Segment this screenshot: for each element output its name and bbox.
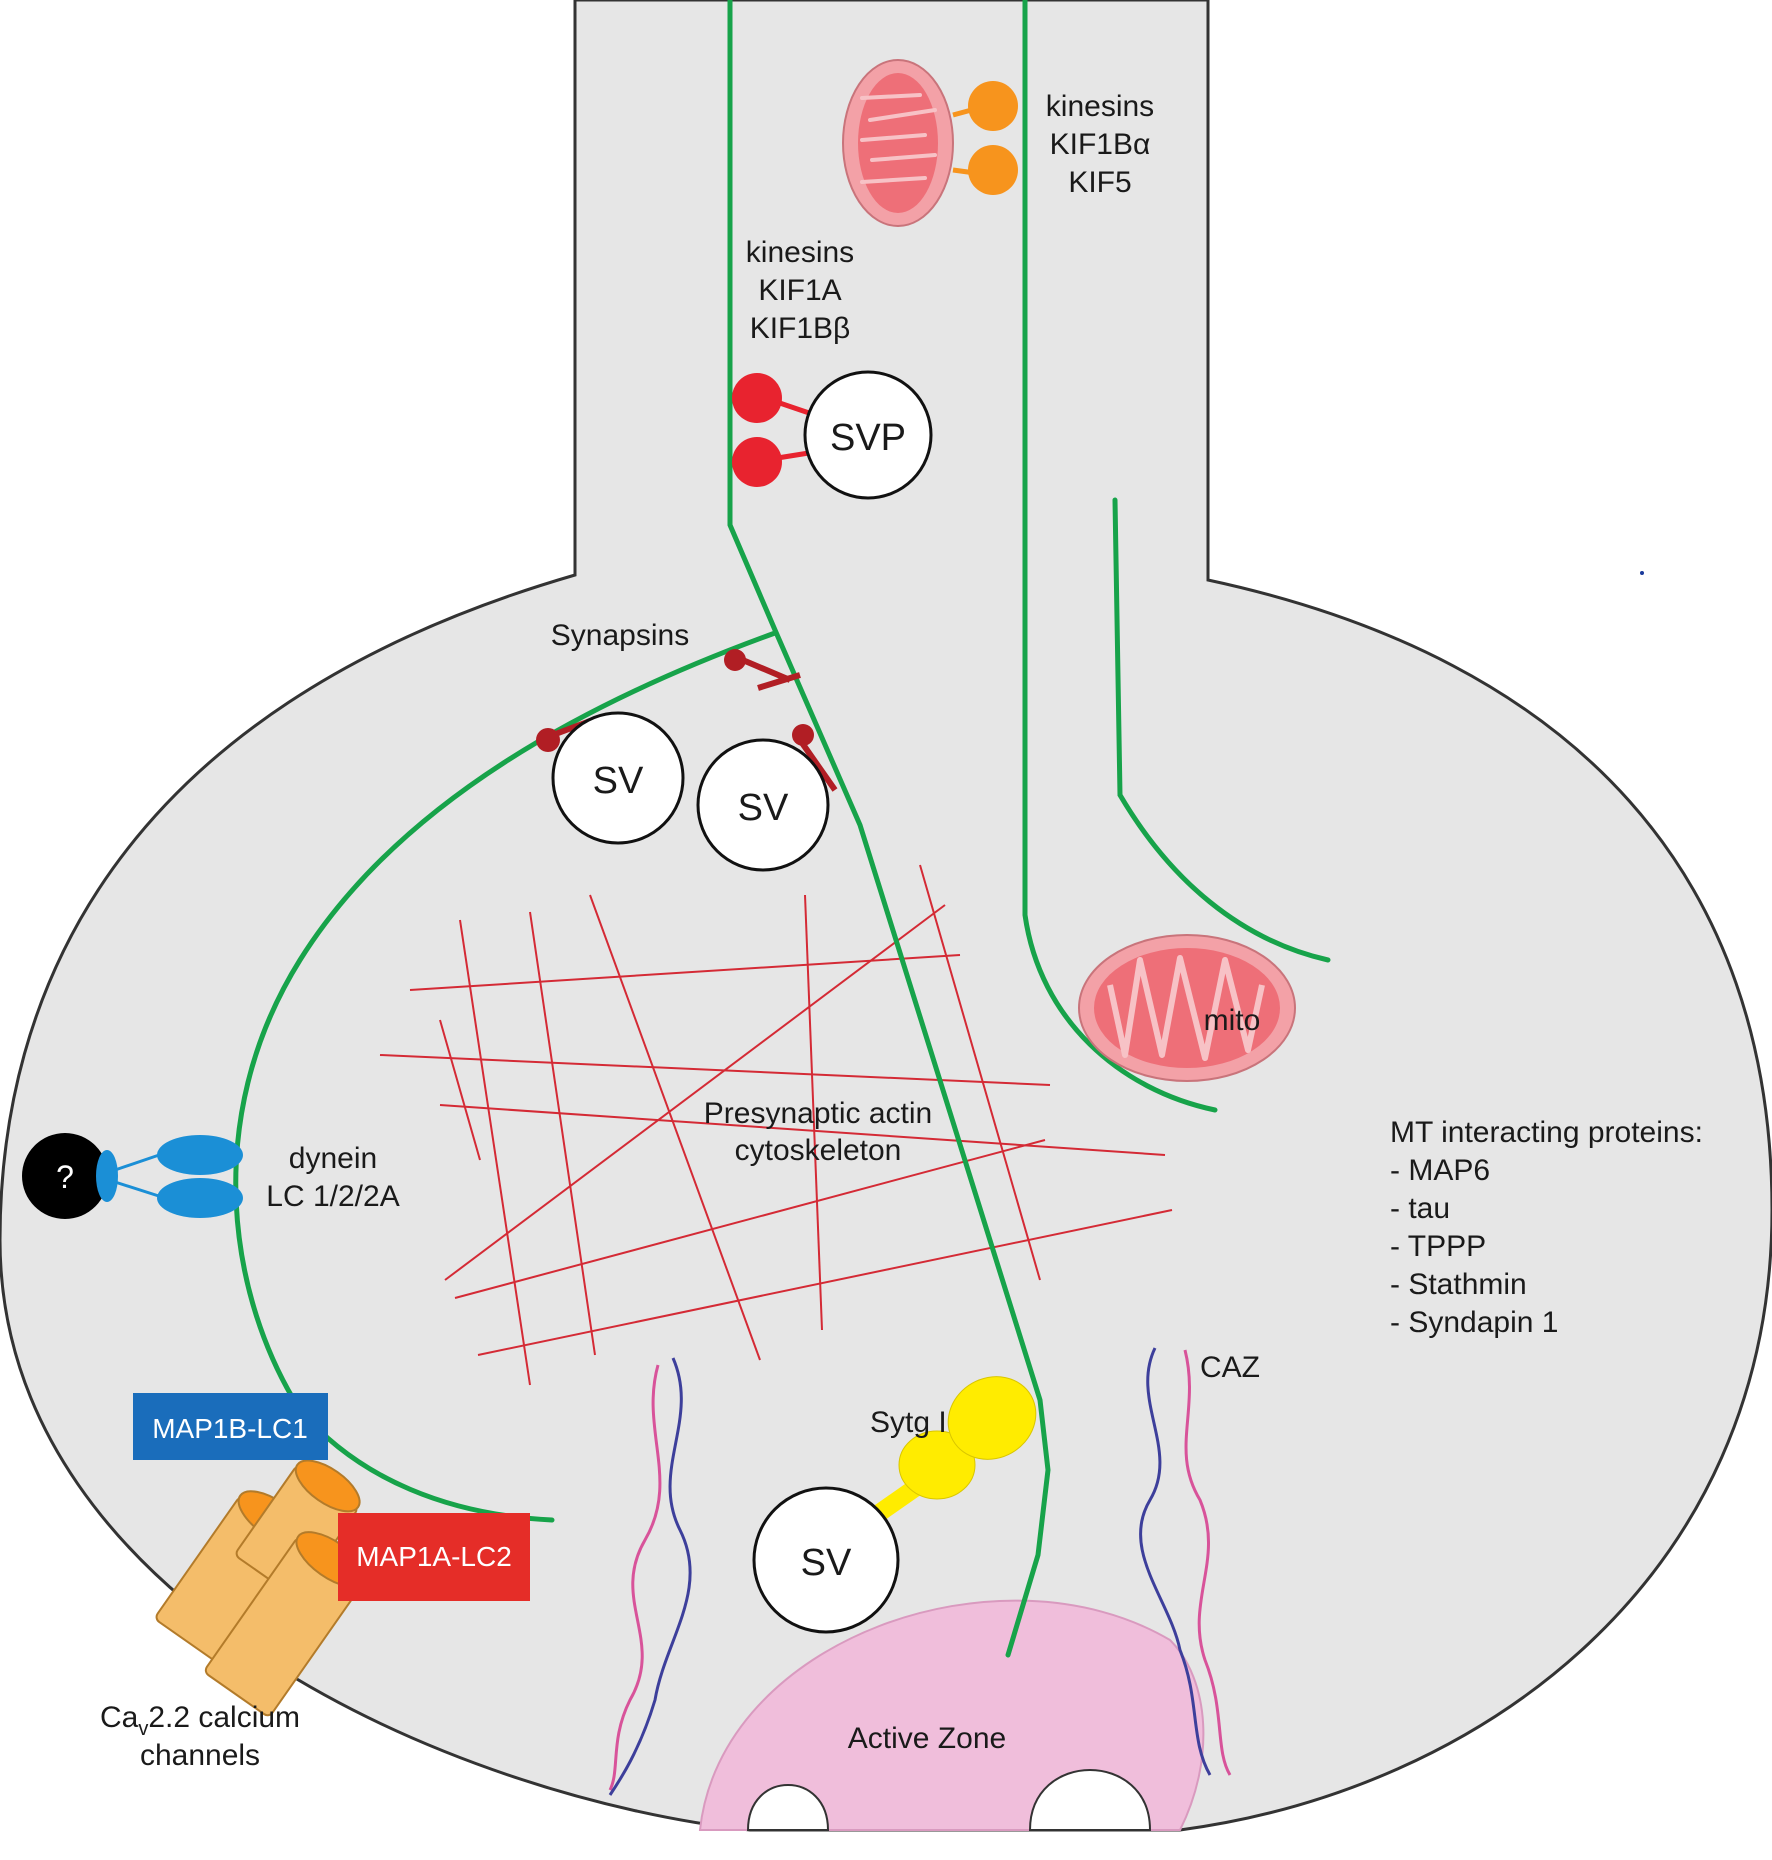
- actin-filament: [409, 954, 961, 991]
- actin-filament: [459, 919, 531, 1386]
- active-zone-notch-left: [746, 1784, 830, 1831]
- mt-protein-item: - tau: [1390, 1192, 1450, 1225]
- kinesins-mito-label-2: KIF1Bα: [1050, 128, 1151, 161]
- svg-text:SV: SV: [738, 787, 789, 829]
- actin-filament: [477, 1209, 1173, 1356]
- mt-interacting-title: MT interacting proteins:: [1390, 1116, 1703, 1149]
- kinesin-motor: [968, 145, 1018, 195]
- mt-protein-item: - Syndapin 1: [1390, 1306, 1558, 1339]
- svg-text:SVP: SVP: [830, 417, 906, 459]
- synapsin: [792, 724, 814, 746]
- synaptic-vesicle: SV: [551, 711, 685, 845]
- actin-filament: [454, 1139, 1046, 1299]
- mt-protein-item: - MAP6: [1390, 1154, 1490, 1187]
- svg-text:SV: SV: [593, 760, 644, 802]
- kinesins-mito-label-3: KIF5: [1068, 166, 1131, 199]
- map1b-lc1-label: MAP1B-LC1: [152, 1413, 308, 1444]
- kinesins-svp-label-1: kinesins: [746, 236, 854, 269]
- actin-filament: [589, 894, 761, 1361]
- actin-label-line1: Presynaptic actin: [704, 1097, 932, 1130]
- kinesins-svp-label-2: KIF1A: [758, 274, 841, 307]
- microtubule: [727, 0, 1051, 1658]
- bouton-mitochondrion: [1078, 934, 1296, 1082]
- microtubule: [233, 630, 778, 1523]
- cav-label-line1: Cav2.2 calcium: [100, 1701, 300, 1740]
- actin-label-line2: cytoskeleton: [735, 1134, 902, 1167]
- actin-filament: [529, 911, 596, 1356]
- sytg-label: Sytg I: [870, 1406, 947, 1439]
- stray-dot: [1640, 571, 1644, 575]
- actin-filament: [919, 864, 1041, 1281]
- dynein-label-1: dynein: [289, 1142, 377, 1175]
- cav22-calcium-channels: [155, 1459, 367, 1717]
- kinesin-motor: [732, 373, 782, 423]
- synaptic-vesicle-docked: SV: [752, 1486, 900, 1634]
- actin-filament: [439, 1104, 1166, 1156]
- map1a-lc2-box: [338, 1513, 530, 1601]
- active-zone-label: Active Zone: [848, 1722, 1006, 1755]
- actin-filament: [804, 894, 823, 1331]
- synaptic-vesicle-precursor: SVP: [803, 370, 933, 500]
- kinesins-mito-label-1: kinesins: [1046, 90, 1154, 123]
- microtubule: [1022, 0, 1218, 1113]
- svg-text:?: ?: [56, 1159, 74, 1195]
- kinesin-motor: [968, 81, 1018, 131]
- map1b-lc1-box: [133, 1393, 328, 1460]
- kinesin-motor: [732, 437, 782, 487]
- svg-text:SV: SV: [801, 1542, 852, 1584]
- actin-filament: [439, 1019, 481, 1161]
- unknown-partner: [22, 1133, 108, 1219]
- dynein-light-chain: [157, 1178, 243, 1218]
- synaptic-vesicle: SV: [696, 738, 830, 872]
- actin-cytoskeleton: [379, 864, 1173, 1386]
- mt-protein-item: - Stathmin: [1390, 1268, 1527, 1301]
- active-zone-notch-right: [1028, 1769, 1152, 1831]
- dynein-complex: ?: [22, 1133, 243, 1219]
- mt-protein-item: - TPPP: [1390, 1230, 1486, 1263]
- caz-filaments: [608, 1347, 1232, 1796]
- microtubule: [1112, 497, 1331, 963]
- actin-filament: [444, 904, 946, 1281]
- dynein-label-2: LC 1/2/2A: [266, 1180, 399, 1213]
- synapsins-label: Synapsins: [551, 619, 689, 652]
- map1a-lc2-label: MAP1A-LC2: [356, 1541, 512, 1572]
- microtubules: [233, 0, 1331, 1658]
- kinesins-svp-label-3: KIF1Bβ: [750, 312, 851, 345]
- synapsin: [536, 728, 560, 752]
- caz-label: CAZ: [1200, 1351, 1260, 1384]
- synapsin: [724, 649, 746, 671]
- axonal-mitochondrion: [842, 59, 954, 227]
- dynein-light-chain: [157, 1135, 243, 1175]
- cav-label-line2: channels: [140, 1739, 260, 1772]
- mito-kinesin-motors: [952, 81, 1018, 195]
- mito-label: mito: [1204, 1004, 1261, 1037]
- dynein-anchor: [96, 1150, 118, 1202]
